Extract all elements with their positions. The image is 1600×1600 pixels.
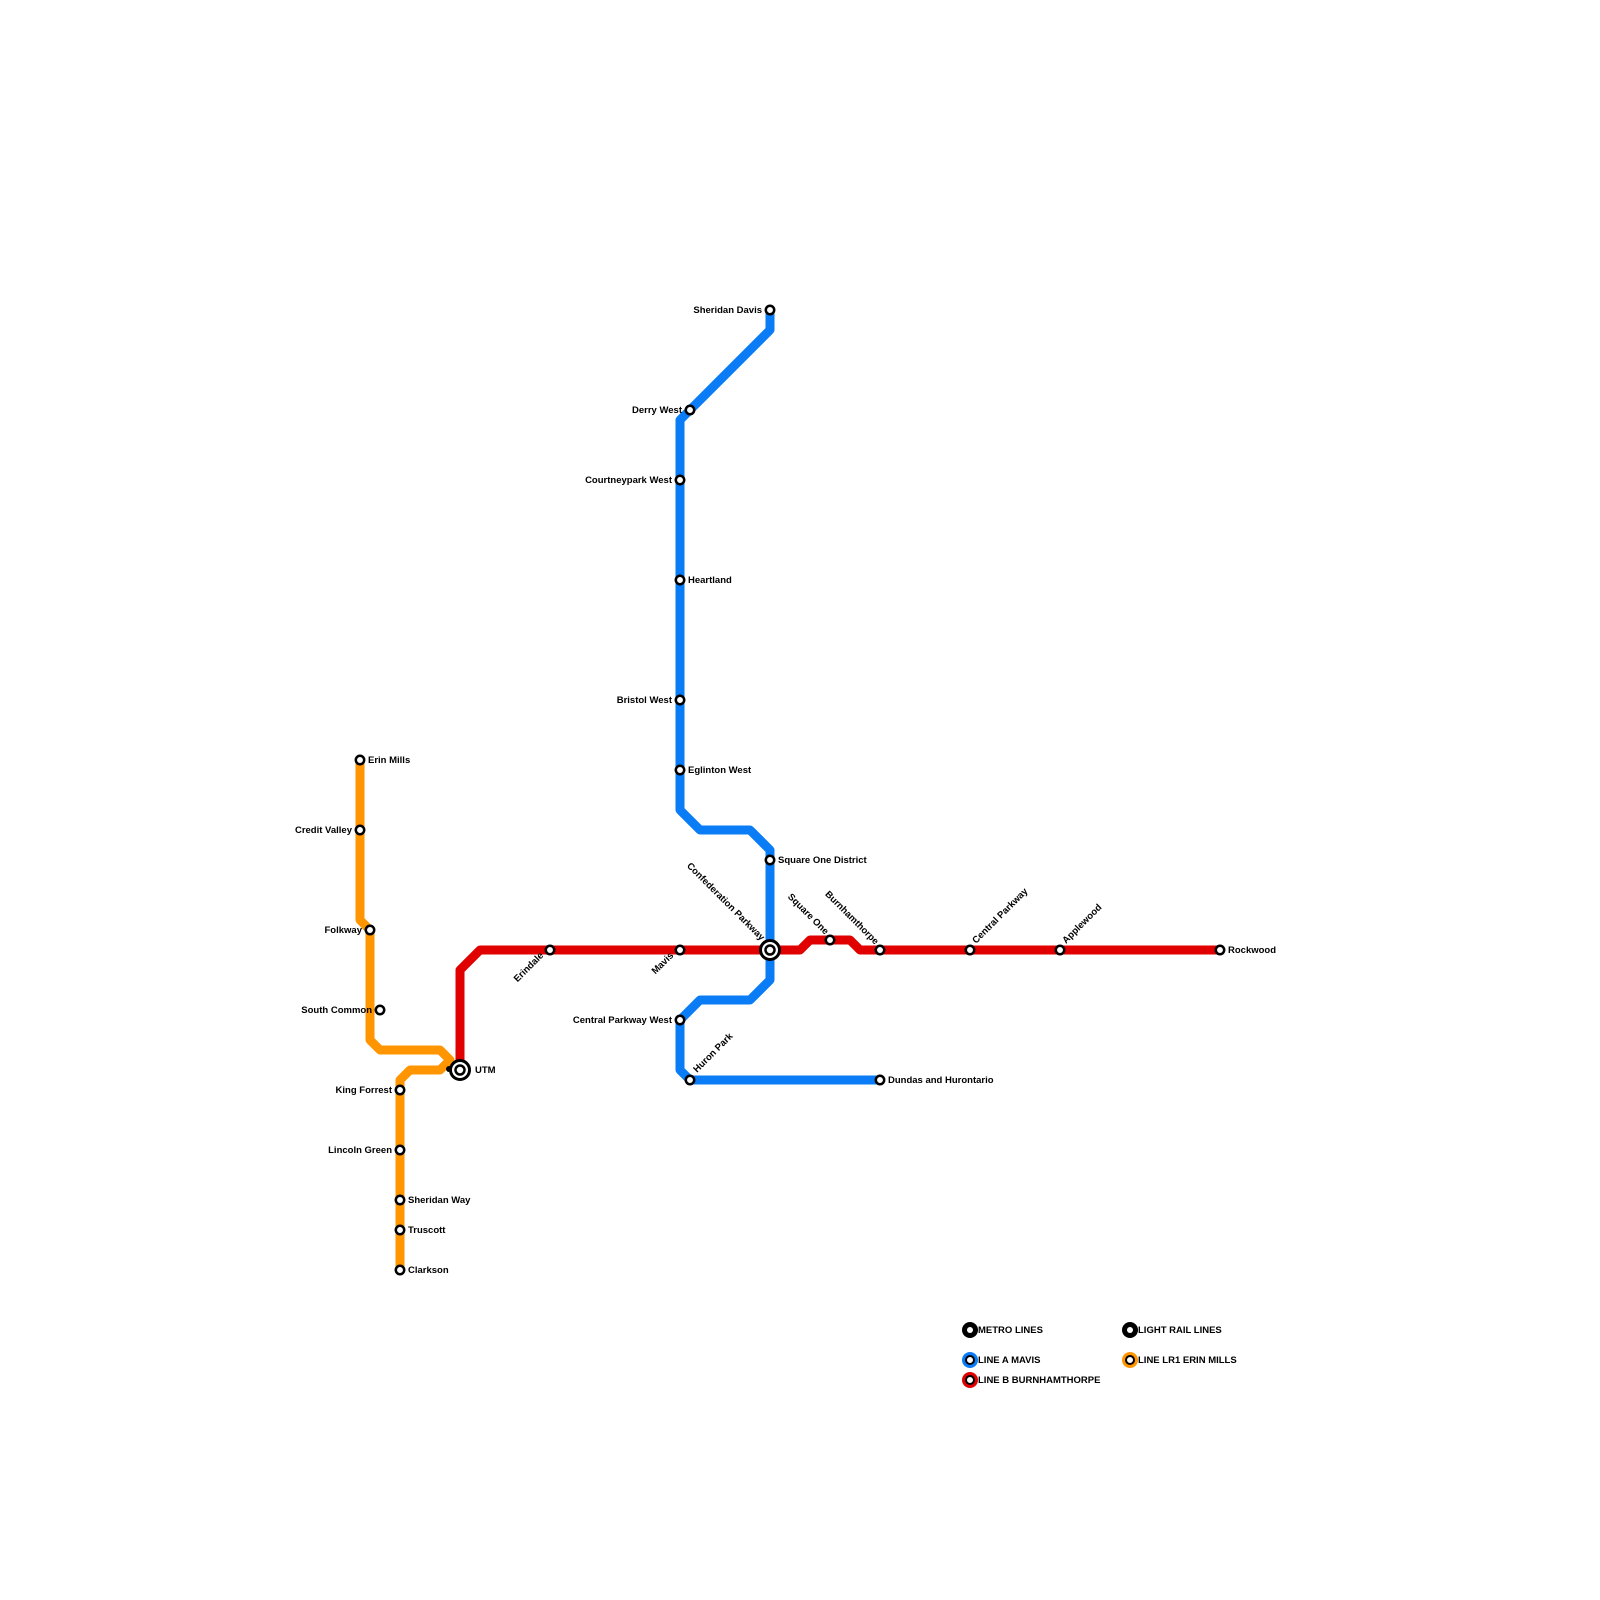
label-eglinton-west: Eglinton West	[688, 765, 752, 776]
legend-light-rail-lines-label: LIGHT RAIL LINES	[1138, 1325, 1222, 1336]
label-heartland: Heartland	[688, 575, 732, 586]
station-lincoln-green-marker[interactable]	[394, 1144, 406, 1156]
station-erin-mills-marker[interactable]	[354, 754, 366, 766]
label-utm: UTM	[475, 1065, 496, 1076]
station-square-one-marker[interactable]	[824, 934, 836, 946]
label-bristol-west: Bristol West	[617, 695, 673, 706]
station-applewood-marker[interactable]	[1054, 944, 1066, 956]
station-dundas-and-hurontario-marker[interactable]	[874, 1074, 886, 1086]
label-folkway: Folkway	[325, 925, 363, 936]
legend-metro-lines-label: METRO LINES	[978, 1325, 1043, 1336]
legend-line-a[interactable]: LINE A MAVIS	[962, 1352, 1040, 1368]
station-mavis-marker[interactable]	[674, 944, 686, 956]
label-central-parkway: Central Parkway	[970, 886, 1031, 947]
station-central-parkway-west-marker[interactable]	[674, 1014, 686, 1026]
station-clarkson-marker[interactable]	[394, 1264, 406, 1276]
station-huron-park-marker[interactable]	[684, 1074, 696, 1086]
interchange-confederation-parkway[interactable]	[759, 939, 781, 961]
label-rockwood: Rockwood	[1228, 945, 1276, 956]
line-a-mavis-route[interactable]	[675, 305, 885, 1085]
station-credit-valley-marker[interactable]	[354, 824, 366, 836]
station-labels: Sheridan Davis Derry West Courtneypark W…	[295, 305, 1276, 1276]
label-clarkson: Clarkson	[408, 1265, 449, 1276]
station-courtneypark-west-marker[interactable]	[674, 474, 686, 486]
legend-line-b-label: LINE B BURNHAMTHORPE	[978, 1375, 1100, 1386]
label-erindale: Erindale	[512, 950, 546, 984]
station-erindale-marker[interactable]	[544, 944, 556, 956]
label-dundas-and-hurontario: Dundas and Hurontario	[888, 1075, 994, 1086]
interchange-utm[interactable]	[446, 1059, 471, 1081]
label-erin-mills: Erin Mills	[368, 755, 410, 766]
station-bristol-west-marker[interactable]	[674, 694, 686, 706]
label-credit-valley: Credit Valley	[295, 825, 353, 836]
legend: METRO LINES LIGHT RAIL LINES LINE A MAVI…	[962, 1322, 1237, 1388]
station-burnhamthorpe-marker[interactable]	[874, 944, 886, 956]
line-b-burnhamthorpe-route[interactable]	[455, 935, 1225, 1075]
station-sheridan-davis-marker[interactable]	[764, 304, 776, 316]
label-courtneypark-west: Courtneypark West	[585, 475, 673, 486]
legend-metro-lines: METRO LINES	[962, 1322, 1043, 1338]
label-applewood: Applewood	[1060, 902, 1104, 946]
label-sheridan-davis: Sheridan Davis	[693, 305, 762, 316]
legend-line-lr1[interactable]: LINE LR1 ERIN MILLS	[1122, 1352, 1237, 1368]
stations	[354, 304, 1226, 1276]
station-eglinton-west-marker[interactable]	[674, 764, 686, 776]
station-king-forrest-marker[interactable]	[394, 1084, 406, 1096]
label-square-one-district: Square One District	[778, 855, 868, 866]
line-lr1-erin-mills-route[interactable]	[355, 755, 455, 1275]
station-truscott-marker[interactable]	[394, 1224, 406, 1236]
label-square-one: Square One	[785, 892, 830, 937]
label-confederation-parkway: Confederation Parkway	[684, 861, 767, 944]
station-rockwood-marker[interactable]	[1214, 944, 1226, 956]
station-sheridan-way-marker[interactable]	[394, 1194, 406, 1206]
routes	[355, 305, 1225, 1275]
legend-line-lr1-label: LINE LR1 ERIN MILLS	[1138, 1355, 1237, 1366]
station-folkway-marker[interactable]	[364, 924, 376, 936]
station-square-one-district-marker[interactable]	[764, 854, 776, 866]
label-king-forrest: King Forrest	[336, 1085, 393, 1096]
station-central-parkway-marker[interactable]	[964, 944, 976, 956]
label-south-common: South Common	[301, 1005, 372, 1016]
label-huron-park: Huron Park	[691, 1031, 735, 1075]
label-sheridan-way: Sheridan Way	[408, 1195, 471, 1206]
label-central-parkway-west: Central Parkway West	[573, 1015, 673, 1026]
label-truscott: Truscott	[408, 1225, 446, 1236]
legend-light-rail-lines: LIGHT RAIL LINES	[1122, 1322, 1222, 1338]
legend-line-b[interactable]: LINE B BURNHAMTHORPE	[962, 1372, 1100, 1388]
interchanges	[446, 939, 781, 1081]
label-derry-west: Derry West	[632, 405, 683, 416]
legend-line-a-label: LINE A MAVIS	[978, 1355, 1040, 1366]
label-lincoln-green: Lincoln Green	[328, 1145, 392, 1156]
station-heartland-marker[interactable]	[674, 574, 686, 586]
station-south-common-marker[interactable]	[374, 1004, 386, 1016]
station-derry-west-marker[interactable]	[684, 404, 696, 416]
